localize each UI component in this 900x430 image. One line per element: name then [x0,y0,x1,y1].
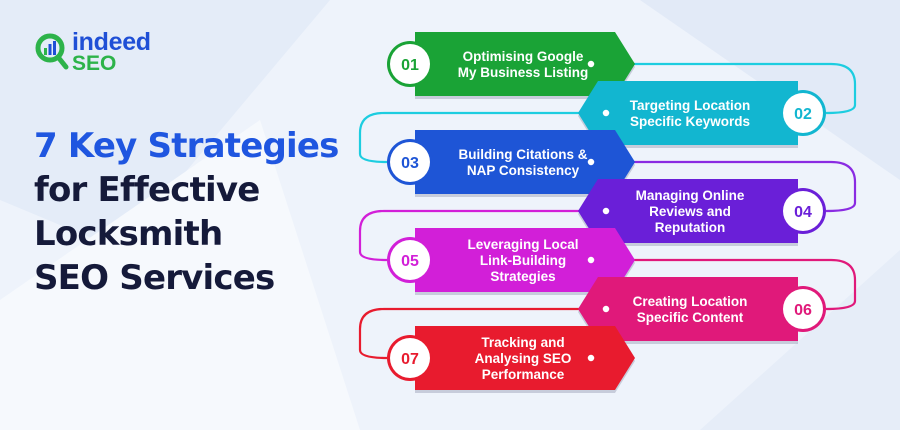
connector-line [591,62,857,115]
headline: 7 Key Strategies for Effective Locksmith… [34,124,339,300]
step-title-line: NAP Consistency [467,163,580,178]
connector-dot [586,157,596,167]
connector-line [591,160,857,213]
headline-line-1: 7 Key Strategies [34,126,339,166]
step-number: 01 [401,57,419,74]
step-05: 05 Leveraging LocalLink-BuildingStrategie… [387,228,635,295]
step-title-line: Managing Online [636,188,745,203]
step-title-line: Creating Location [633,294,748,309]
step-title-line: Link-Building [480,253,566,268]
step-number-badge [390,44,430,84]
brand-logo: indeed SEO [34,28,174,78]
step-number: 02 [794,106,812,123]
step-title-line: Analysing SEO [475,351,572,366]
step-banner [415,326,635,390]
step-number: 04 [794,204,812,221]
connector-dot [586,59,596,69]
step-title-line: Reviews and [649,204,731,219]
step-banner [578,277,798,341]
step-title-line: Optimising Google [463,49,584,64]
step-title-line: Performance [482,367,565,382]
step-title-line: Building Citations & [459,147,588,162]
headline-line-2: for Effective [34,170,260,210]
headline-line-3: Locksmith [34,214,223,254]
step-number: 05 [401,253,419,270]
magnifier-logo-icon [35,33,69,70]
step-title-line: Targeting Location [630,98,751,113]
connector-line [358,307,606,360]
step-number-badge [390,240,430,280]
connector-line [358,111,606,164]
step-title-line: Tracking and [481,335,564,350]
step-number-badge [783,93,823,133]
step-banner [578,179,798,243]
step-title-line: Leveraging Local [467,237,578,252]
step-number: 07 [401,351,419,368]
step-banner [415,32,635,96]
connector-line [358,209,606,262]
step-number-badge [783,289,823,329]
step-title-line: Strategies [490,269,555,284]
step-number-badge [390,338,430,378]
connector-dot [601,206,611,216]
connector-dot [586,353,596,363]
step-banner [415,228,635,292]
connector-line [591,258,857,311]
logo-brand-bottom: SEO [72,52,117,75]
connector-dot [601,108,611,118]
step-number-badge [783,191,823,231]
step-03: 03 Building Citations &NAP Consistency [387,130,635,197]
step-number: 06 [794,302,812,319]
step-title-line: Specific Keywords [630,114,750,129]
step-number-badge [390,142,430,182]
connector-lines [358,62,857,360]
logo-brand-top: indeed [72,28,151,56]
step-number: 03 [401,155,419,172]
step-title-line: Specific Content [637,310,744,325]
step-title-line: My Business Listing [458,65,589,80]
step-title-line: Reputation [655,220,726,235]
connector-dot [586,255,596,265]
step-banner [578,81,798,145]
step-banner [415,130,635,194]
connector-dot [601,304,611,314]
headline-line-4: SEO Services [34,258,275,298]
